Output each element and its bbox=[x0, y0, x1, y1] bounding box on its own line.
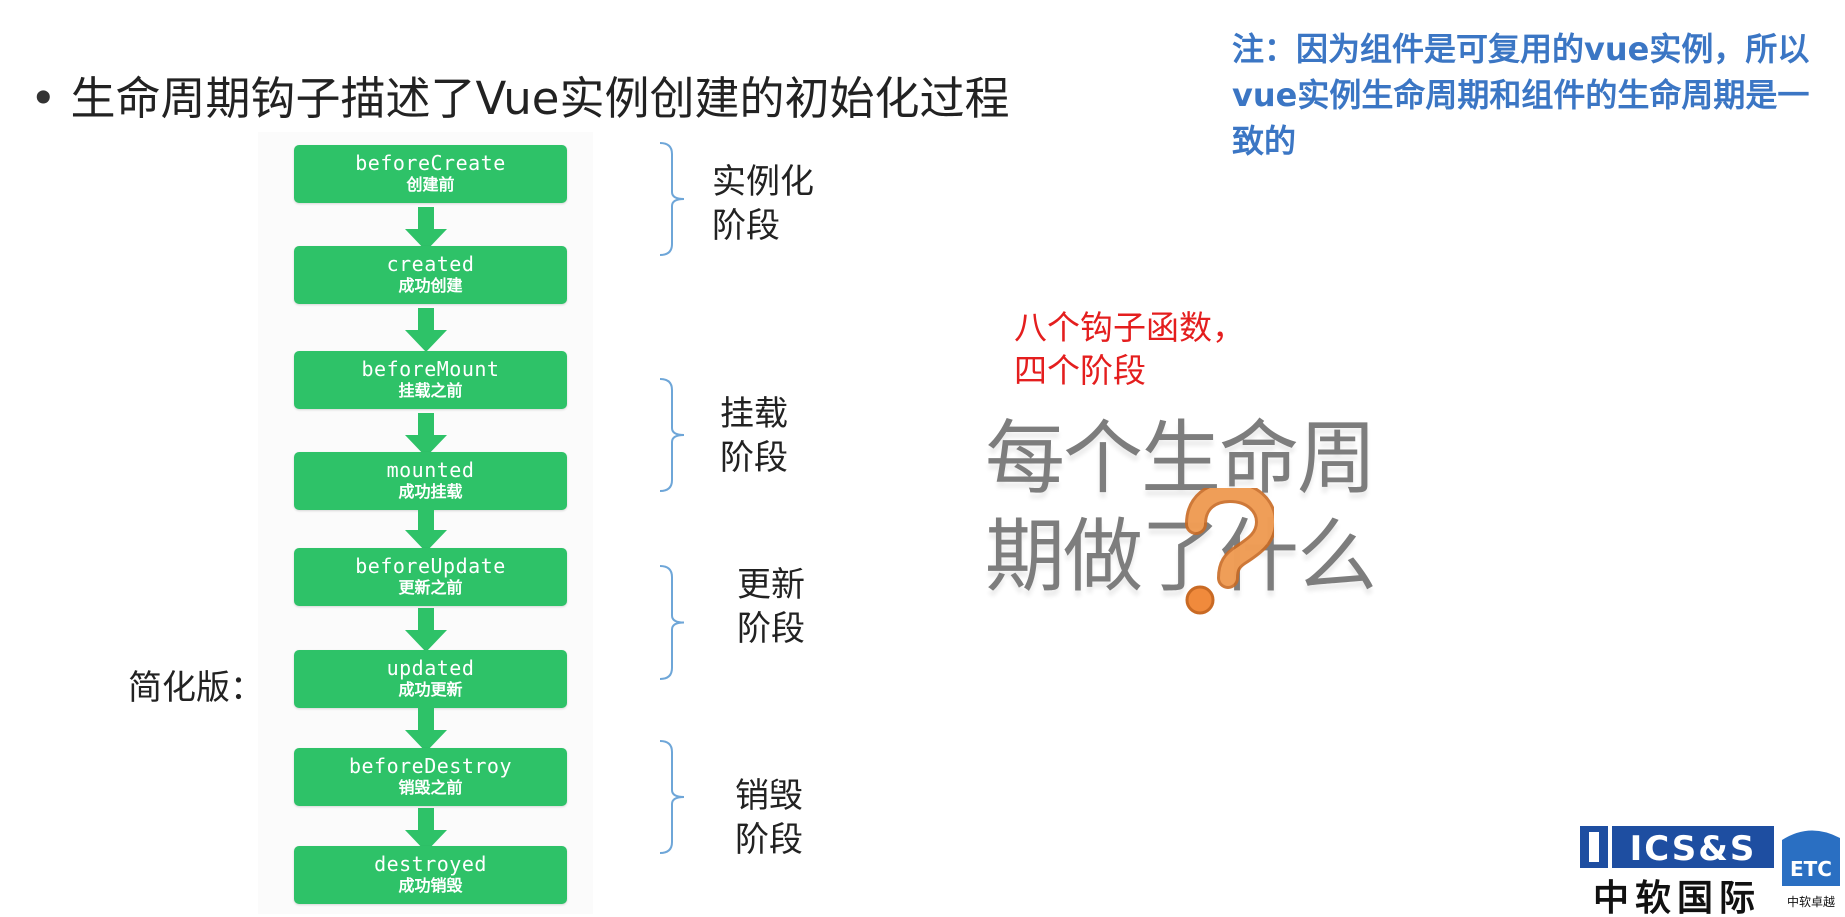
down-arrow-icon bbox=[405, 708, 447, 752]
logo-bottom-text: 中软国际 bbox=[1593, 878, 1761, 914]
step-created: created 成功创建 bbox=[294, 246, 567, 304]
step-before-update: beforeUpdate 更新之前 bbox=[294, 548, 567, 606]
phase-label-update: 更新 阶段 bbox=[737, 563, 805, 651]
question-line: 每个生命周 bbox=[985, 412, 1377, 505]
phase-line: 阶段 bbox=[712, 206, 780, 246]
down-arrow-icon bbox=[405, 308, 447, 352]
phase-line: 销毁 bbox=[735, 776, 803, 816]
phase-line: 阶段 bbox=[735, 820, 803, 860]
step-en: beforeUpdate bbox=[355, 554, 506, 578]
phase-line: 实例化 bbox=[712, 162, 814, 202]
step-en: destroyed bbox=[374, 852, 487, 876]
phase-label-mount: 挂载 阶段 bbox=[720, 392, 788, 480]
bullet: • bbox=[30, 72, 57, 125]
step-before-mount: beforeMount 挂载之前 bbox=[294, 351, 567, 409]
ics-logo: ICS&S 中软国际 ETC 中软卓越 bbox=[1580, 826, 1840, 914]
brace-icon bbox=[659, 565, 685, 680]
phase-line: 阶段 bbox=[720, 438, 788, 478]
logo-etc-sub-text: 中软卓越 bbox=[1787, 894, 1835, 909]
down-arrow-icon bbox=[405, 808, 447, 852]
step-en: created bbox=[386, 252, 475, 276]
step-en: updated bbox=[386, 656, 475, 680]
step-en: beforeCreate bbox=[355, 151, 506, 175]
simplified-label: 简化版： bbox=[128, 668, 264, 708]
question-line: 期做了什么 bbox=[985, 510, 1377, 603]
step-before-create: beforeCreate 创建前 bbox=[294, 145, 567, 203]
phase-line: 更新 bbox=[737, 565, 805, 605]
component-note: 注：因为组件是可复用的vue实例，所以vue实例生命周期和组件的生命周期是一致的 bbox=[1232, 30, 1810, 160]
brace-icon bbox=[659, 142, 685, 256]
step-zh: 成功创建 bbox=[398, 276, 463, 295]
question-mark-icon bbox=[1185, 488, 1274, 615]
step-zh: 成功挂载 bbox=[398, 482, 463, 501]
step-destroyed: destroyed 成功销毁 bbox=[294, 846, 567, 904]
step-zh: 成功更新 bbox=[398, 680, 463, 699]
logo-etc-text: ETC bbox=[1790, 857, 1832, 881]
step-en: mounted bbox=[386, 458, 475, 482]
step-mounted: mounted 成功挂载 bbox=[294, 452, 567, 510]
phase-label-destroy: 销毁 阶段 bbox=[735, 774, 803, 862]
phase-line: 挂载 bbox=[720, 394, 788, 434]
phase-label-instantiation: 实例化 阶段 bbox=[712, 160, 814, 248]
step-zh: 更新之前 bbox=[398, 578, 463, 597]
step-en: beforeDestroy bbox=[348, 754, 513, 778]
slide-title-text: 生命周期钩子描述了Vue实例创建的初始化过程 bbox=[70, 72, 1010, 125]
down-arrow-icon bbox=[405, 413, 447, 457]
step-before-destroy: beforeDestroy 销毁之前 bbox=[294, 748, 567, 806]
down-arrow-icon bbox=[405, 608, 447, 652]
hooks-note-line: 八个钩子函数， bbox=[1014, 308, 1245, 347]
question-heading: 每个生命周 期做了什么 bbox=[985, 410, 1377, 606]
down-arrow-icon bbox=[405, 207, 447, 251]
step-zh: 挂载之前 bbox=[398, 381, 463, 400]
brace-icon bbox=[659, 740, 685, 854]
phase-line: 阶段 bbox=[737, 609, 805, 649]
step-zh: 创建前 bbox=[406, 175, 455, 194]
slide-title: •生命周期钩子描述了Vue实例创建的初始化过程 bbox=[30, 62, 1009, 127]
step-updated: updated 成功更新 bbox=[294, 650, 567, 708]
hooks-note: 八个钩子函数， 四个阶段 bbox=[1014, 306, 1245, 392]
step-zh: 成功销毁 bbox=[398, 876, 463, 895]
step-en: beforeMount bbox=[361, 357, 500, 381]
step-zh: 销毁之前 bbox=[398, 778, 463, 797]
down-arrow-icon bbox=[405, 508, 447, 552]
hooks-note-line: 四个阶段 bbox=[1014, 351, 1146, 390]
brace-icon bbox=[659, 378, 685, 492]
logo-top-text: ICS&S bbox=[1630, 829, 1757, 869]
